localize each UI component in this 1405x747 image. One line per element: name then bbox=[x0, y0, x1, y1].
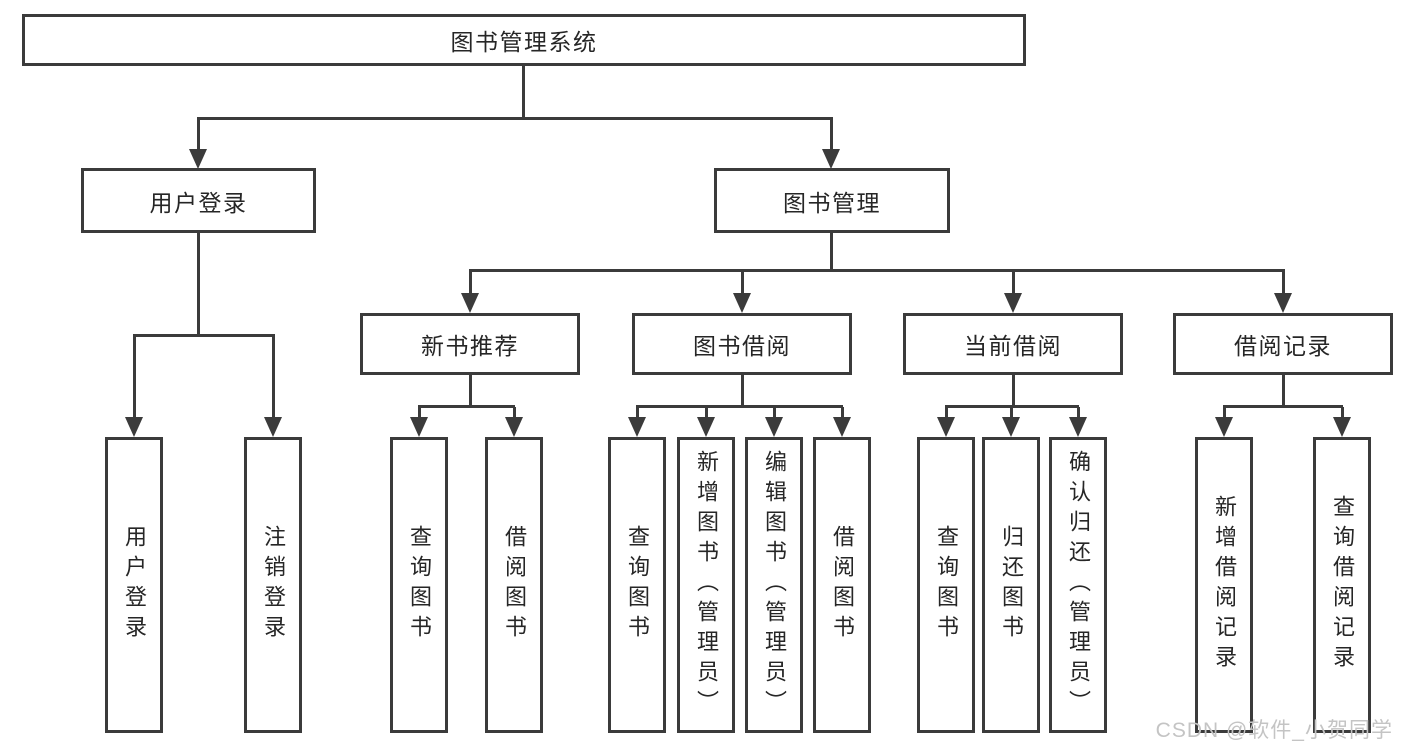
connector-line-vertical bbox=[197, 118, 200, 152]
connector-arrowhead-down bbox=[1069, 417, 1087, 437]
connector-line-vertical bbox=[1077, 407, 1080, 419]
node-current-borrow: 当前借阅 bbox=[903, 313, 1123, 375]
connector-line-vertical bbox=[522, 65, 525, 119]
connector-line-vertical bbox=[705, 407, 708, 419]
node-borrow-record: 借阅记录 bbox=[1173, 313, 1393, 375]
connector-line-vertical bbox=[830, 118, 833, 152]
node-new-book-recommend: 新书推荐 bbox=[360, 313, 580, 375]
connector-line-vertical bbox=[830, 233, 833, 272]
connector-line-horizontal bbox=[945, 405, 1079, 408]
node-label: 查询图书 bbox=[934, 525, 959, 645]
leaf-add-books-admin: 新增图书（管理员） bbox=[677, 437, 735, 733]
leaf-logout: 注销登录 bbox=[244, 437, 302, 733]
connector-arrowhead-down bbox=[1002, 417, 1020, 437]
leaf-edit-books-admin: 编辑图书（管理员） bbox=[745, 437, 803, 733]
node-label: 图书借阅 bbox=[693, 333, 791, 359]
connector-arrowhead-down bbox=[822, 149, 840, 169]
node-label: 查询图书 bbox=[407, 525, 432, 645]
connector-arrowhead-down bbox=[765, 417, 783, 437]
leaf-user-login: 用户登录 bbox=[105, 437, 163, 733]
connector-line-vertical bbox=[1010, 407, 1013, 419]
leaf-query-borrow-record: 查询借阅记录 bbox=[1313, 437, 1371, 733]
connector-arrowhead-down bbox=[125, 417, 143, 437]
connector-arrowhead-down bbox=[505, 417, 523, 437]
connector-arrowhead-down bbox=[697, 417, 715, 437]
connector-line-vertical bbox=[1341, 407, 1344, 419]
connector-arrowhead-down bbox=[937, 417, 955, 437]
connector-line-vertical bbox=[272, 336, 275, 418]
leaf-borrow-books: 借阅图书 bbox=[485, 437, 543, 733]
connector-line-vertical bbox=[418, 407, 421, 419]
connector-arrowhead-down bbox=[1274, 293, 1292, 313]
node-library-management-system: 图书管理系统 bbox=[22, 14, 1026, 66]
connector-line-horizontal bbox=[133, 334, 275, 337]
connector-line-vertical bbox=[469, 271, 472, 294]
node-label: 编辑图书（管理员） bbox=[762, 450, 787, 720]
connector-line-vertical bbox=[773, 407, 776, 419]
node-label: 用户登录 bbox=[122, 525, 147, 645]
node-label: 借阅图书 bbox=[830, 525, 855, 645]
node-book-management: 图书管理 bbox=[714, 168, 950, 233]
connector-arrowhead-down bbox=[189, 149, 207, 169]
connector-line-vertical bbox=[1012, 375, 1015, 408]
connector-line-horizontal bbox=[636, 405, 843, 408]
connector-line-vertical bbox=[1223, 407, 1226, 419]
node-user-login: 用户登录 bbox=[81, 168, 316, 233]
watermark: CSDN @软件_小贺同学 bbox=[1155, 719, 1393, 742]
node-label: 用户登录 bbox=[149, 189, 248, 216]
connector-arrowhead-down bbox=[1333, 417, 1351, 437]
connector-line-vertical bbox=[1012, 271, 1015, 294]
node-label: 借阅记录 bbox=[1234, 333, 1332, 359]
connector-line-vertical bbox=[133, 336, 136, 418]
node-label: 图书管理 bbox=[783, 189, 881, 216]
connector-line-vertical bbox=[197, 233, 200, 337]
leaf-return-books: 归还图书 bbox=[982, 437, 1040, 733]
connector-line-vertical bbox=[741, 271, 744, 294]
connector-line-horizontal bbox=[1223, 405, 1343, 408]
leaf-query-books: 查询图书 bbox=[917, 437, 975, 733]
node-book-borrow: 图书借阅 bbox=[632, 313, 852, 375]
leaf-borrow-books: 借阅图书 bbox=[813, 437, 871, 733]
node-label: 图书管理系统 bbox=[450, 29, 598, 55]
connector-arrowhead-down bbox=[461, 293, 479, 313]
node-label: 新书推荐 bbox=[421, 333, 519, 359]
node-label: 注销登录 bbox=[261, 525, 286, 645]
node-label: 新增图书（管理员） bbox=[694, 450, 719, 720]
connector-line-vertical bbox=[741, 375, 744, 408]
connector-arrowhead-down bbox=[733, 293, 751, 313]
node-label: 新增借阅记录 bbox=[1212, 495, 1237, 675]
leaf-confirm-return-admin: 确认归还（管理员） bbox=[1049, 437, 1107, 733]
node-label: 当前借阅 bbox=[964, 333, 1062, 359]
connector-arrowhead-down bbox=[1215, 417, 1233, 437]
connector-line-vertical bbox=[513, 407, 516, 419]
connector-line-vertical bbox=[1282, 375, 1285, 408]
connector-line-horizontal bbox=[197, 117, 833, 120]
connector-arrowhead-down bbox=[410, 417, 428, 437]
node-label: 查询借阅记录 bbox=[1330, 495, 1355, 675]
connector-line-vertical bbox=[1282, 271, 1285, 294]
node-label: 归还图书 bbox=[999, 525, 1024, 645]
connector-line-horizontal bbox=[418, 405, 515, 408]
connector-arrowhead-down bbox=[1004, 293, 1022, 313]
leaf-query-books: 查询图书 bbox=[390, 437, 448, 733]
connector-arrowhead-down bbox=[628, 417, 646, 437]
connector-line-vertical bbox=[945, 407, 948, 419]
connector-line-vertical bbox=[841, 407, 844, 419]
connector-arrowhead-down bbox=[833, 417, 851, 437]
connector-line-vertical bbox=[469, 375, 472, 408]
leaf-add-borrow-record: 新增借阅记录 bbox=[1195, 437, 1253, 733]
node-label: 查询图书 bbox=[625, 525, 650, 645]
node-label: 确认归还（管理员） bbox=[1066, 450, 1091, 720]
connector-line-horizontal bbox=[469, 269, 1285, 272]
leaf-query-books: 查询图书 bbox=[608, 437, 666, 733]
node-label: 借阅图书 bbox=[502, 525, 527, 645]
connector-arrowhead-down bbox=[264, 417, 282, 437]
connector-line-vertical bbox=[636, 407, 639, 419]
